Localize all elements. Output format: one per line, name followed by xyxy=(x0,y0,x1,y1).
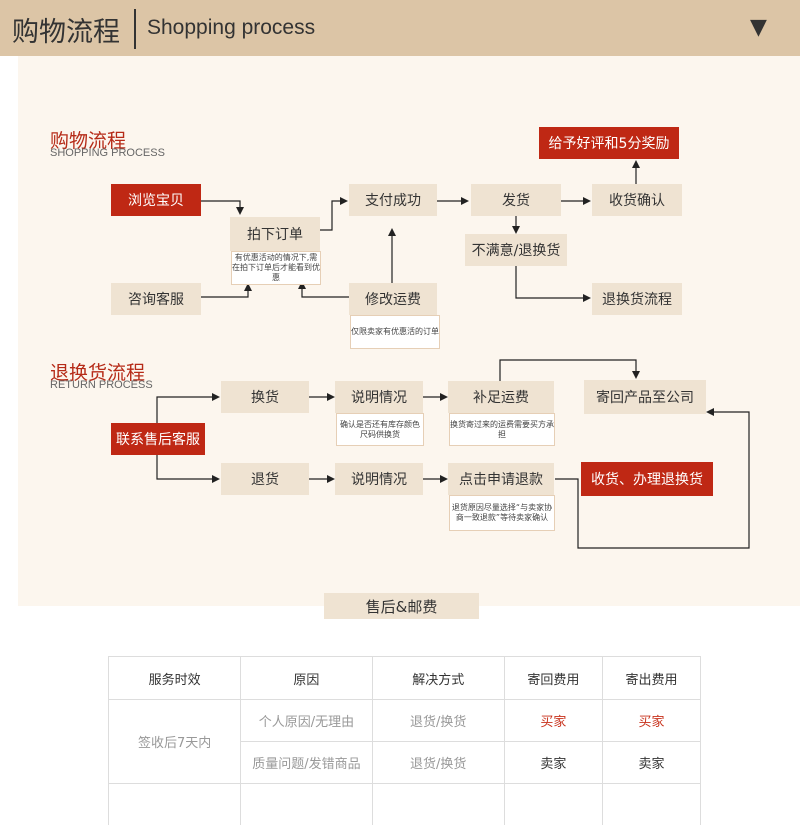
step-explain-exchange: 说明情况 xyxy=(335,381,423,413)
returns-subtitle: RETURN PROCESS xyxy=(50,379,153,391)
step-apply-refund: 点击申请退款 xyxy=(448,463,554,495)
table-row-empty xyxy=(107,783,702,825)
header-return-fee: 寄回费用 xyxy=(503,656,603,700)
apply-refund-note: 退货原因尽量选择“与卖家协商一致退款”等待卖家确认 xyxy=(449,495,555,531)
shopping-title: 购物流程 xyxy=(50,130,127,152)
shopping-subtitle: SHOPPING PROCESS xyxy=(50,147,165,159)
header-reason: 原因 xyxy=(240,656,373,700)
step-explain-refund: 说明情况 xyxy=(335,463,423,495)
period-cell: 签收后7天内 xyxy=(107,699,242,784)
step-send-back: 寄回产品至公司 xyxy=(584,380,706,414)
order-note: 有优惠活动的情况下,需在拍下订单后才能看到优惠 xyxy=(231,251,321,285)
step-pay: 支付成功 xyxy=(349,184,437,216)
step-modify-shipping: 修改运费 xyxy=(349,283,437,315)
header-title-cn: 购物流程 xyxy=(12,17,120,48)
solution-cell: 退货/换货 xyxy=(371,699,505,742)
supplement-note: 换货寄过来的运费需要买方承担 xyxy=(449,413,555,446)
table-row: 签收后7天内 个人原因/无理由 退货/换货 买家 买家 xyxy=(107,699,702,784)
header-solution: 解决方式 xyxy=(371,656,505,700)
send-fee-cell: 买家 xyxy=(601,699,702,742)
step-browse: 浏览宝贝 xyxy=(111,184,201,216)
step-exchange: 换货 xyxy=(221,381,309,413)
table-header-row: 服务时效 原因 解决方式 寄回费用 寄出费用 xyxy=(107,656,702,700)
step-contact-service: 联系售后客服 xyxy=(111,423,205,455)
step-ship: 发货 xyxy=(471,184,561,216)
return-fee-cell: 卖家 xyxy=(503,741,603,784)
modify-note: 仅限卖家有优惠活的订单 xyxy=(350,315,440,349)
reason-cell: 个人原因/无理由 xyxy=(240,699,373,742)
solution-cell: 退货/换货 xyxy=(371,741,505,784)
step-order: 拍下订单 xyxy=(230,217,320,251)
step-supplement-shipping: 补足运费 xyxy=(448,381,554,413)
send-fee-cell: 卖家 xyxy=(601,741,702,784)
aftersale-table: 服务时效 原因 解决方式 寄回费用 寄出费用 签收后7天内 个人原因/无理由 退… xyxy=(107,656,702,825)
reason-cell: 质量问题/发错商品 xyxy=(240,741,373,784)
explain-exchange-note: 确认是否还有库存颜色尺码供换货 xyxy=(336,413,424,446)
return-fee-cell: 买家 xyxy=(503,699,603,742)
step-confirm: 收货确认 xyxy=(592,184,682,216)
step-reward: 给予好评和5分奖励 xyxy=(539,127,679,159)
step-consult: 咨询客服 xyxy=(111,283,201,315)
chevron-down-icon[interactable]: ▼ xyxy=(750,15,767,40)
header-send-fee: 寄出费用 xyxy=(601,656,702,700)
header-bar: 购物流程 Shopping process ▼ xyxy=(0,0,800,56)
aftersale-label: 售后&邮费 xyxy=(324,593,479,619)
header-divider xyxy=(134,9,136,49)
header-period: 服务时效 xyxy=(107,656,242,700)
step-refund: 退货 xyxy=(221,463,309,495)
returns-title: 退换货流程 xyxy=(50,362,146,384)
step-return-flow: 退换货流程 xyxy=(592,283,682,315)
header-title-en: Shopping process xyxy=(147,16,316,39)
table-row: 质量问题/发错商品 退货/换货 卖家 卖家 xyxy=(109,741,702,784)
step-receive-process: 收货、办理退换货 xyxy=(581,462,713,496)
step-unsatisfied: 不满意/退换货 xyxy=(465,234,567,266)
